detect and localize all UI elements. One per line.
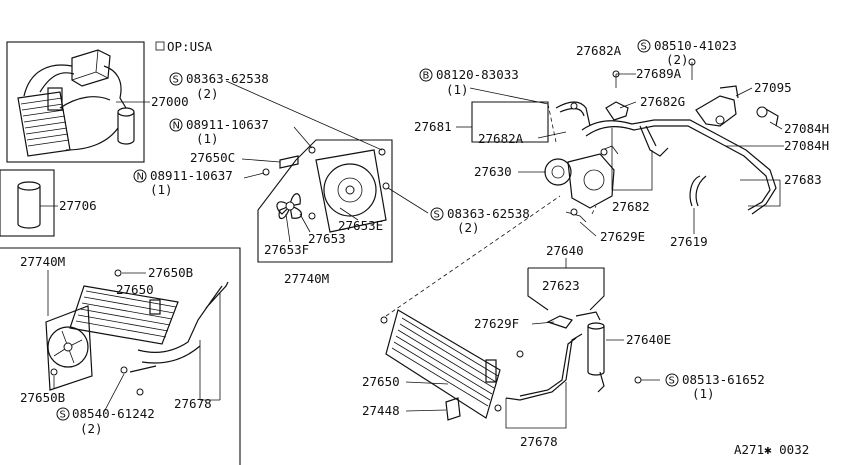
nut-callout-08911-a: N 08911-10637 (1): [169, 117, 313, 149]
assembly-condenser-drawing: [17, 87, 71, 157]
qty-08510: (2): [666, 52, 689, 67]
part-label-27623: 27623: [542, 278, 580, 293]
qty-08911-b: (1): [150, 182, 173, 197]
part-label-08120: 08120-83033: [436, 67, 519, 82]
fan-assembly-bracket: [257, 139, 393, 263]
qty-08363-b: (2): [457, 220, 480, 235]
fan-blades-drawing: [276, 193, 303, 220]
part-label-27678-a: 27678: [174, 396, 212, 411]
assembly-reservoir-drawing: [71, 49, 135, 145]
compressor-drawing: [544, 145, 619, 223]
part-label-27629F: 27629F: [474, 316, 519, 331]
assembly-hoses-drawing: [23, 64, 127, 151]
part-label-27448: 27448: [362, 403, 400, 418]
nut-symbol: N: [173, 121, 180, 132]
nut-symbol: N: [137, 172, 144, 183]
part-label-27084H-b: 27084H: [784, 138, 829, 153]
screw-symbol: S: [434, 210, 440, 221]
screw-callout-08363-b: S 08363-62538 (2): [387, 187, 530, 235]
part-label-27640E: 27640E: [626, 332, 671, 347]
part-label-27683: 27683: [784, 172, 822, 187]
part-label-27653E: 27653E: [338, 218, 383, 233]
part-label-27640: 27640: [546, 243, 584, 258]
part-label-27000: 27000: [151, 94, 189, 109]
qty-08120: (1): [446, 82, 469, 97]
fan-shroud-drawing: [45, 305, 93, 391]
screw-callout-08510: S 08510-41023 (2): [637, 38, 737, 67]
part-label-27682G: 27682G: [640, 94, 685, 109]
qty-08513: (1): [692, 386, 715, 401]
part-label-27653F: 27653F: [264, 242, 309, 257]
inset-assembly-27000: 27000: [6, 41, 189, 163]
drier-drawing: [17, 181, 41, 229]
part-label-08363-a: 08363-62538: [186, 71, 269, 86]
part-label-08363-b: 08363-62538: [447, 206, 530, 221]
part-label-27653: 27653: [308, 231, 346, 246]
main-condenser-drawing: [380, 309, 524, 419]
qty-08540: (2): [80, 421, 103, 436]
part-label-08911-a: 08911-10637: [186, 117, 269, 132]
lower-tubes-drawing: [129, 281, 229, 373]
drawing-code: A271✱ 0032: [734, 442, 809, 457]
part-label-08510: 08510-41023: [654, 38, 737, 53]
qty-08363-a: (2): [196, 86, 219, 101]
bracket-27448-drawing: [445, 397, 461, 421]
part-label-08513: 08513-61652: [682, 372, 765, 387]
part-label-27619: 27619: [670, 234, 708, 249]
part-label-27678-b: 27678: [520, 434, 558, 449]
condenser-group: 27640 27623 27629F 27640E 27650 27448: [362, 243, 765, 449]
part-label-27682A-b: 27682A: [576, 43, 622, 58]
inset-lower-left: 27740M 27650B 27650 27650B 27678 S 08540…: [0, 247, 241, 465]
part-label-27740M-b: 27740M: [284, 271, 329, 286]
screw-symbol: S: [173, 75, 179, 86]
part-label-27629E: 27629E: [600, 229, 645, 244]
ac-hoses-drawing: [555, 58, 779, 215]
part-label-27630: 27630: [474, 164, 512, 179]
part-label-27682: 27682: [612, 199, 650, 214]
compressor-group: B 08120-83033 (1) 27681 27682A 27630 276…: [414, 38, 829, 249]
screw-callout-08513: S 08513-61652 (1): [634, 372, 765, 401]
part-label-27682A-a: 27682A: [478, 131, 524, 146]
part-label-27650-b: 27650: [362, 374, 400, 389]
part-label-27650C: 27650C: [190, 150, 235, 165]
screw-symbol: S: [669, 376, 675, 387]
part-label-27650B-a: 27650B: [148, 265, 193, 280]
screw-callout-08363-a: S 08363-62538 (2): [169, 71, 383, 151]
part-label-27084H-a: 27084H: [784, 121, 829, 136]
bolt-symbol: B: [423, 71, 430, 82]
qty-08911-a: (1): [196, 131, 219, 146]
lower-condenser-drawing: [69, 269, 179, 345]
inset-drier-27706: 27706: [0, 169, 97, 237]
screw-symbol: S: [641, 42, 647, 53]
screw-callout-08540: S 08540-61242 (2): [56, 373, 155, 436]
part-label-08540: 08540-61242: [72, 406, 155, 421]
part-label-27706: 27706: [59, 198, 97, 213]
part-label-27689A: 27689A: [636, 66, 682, 81]
part-label-27095: 27095: [754, 80, 792, 95]
part-label-27681: 27681: [414, 119, 452, 134]
reference-lines: [385, 103, 597, 317]
drier-lines-drawing: [505, 311, 605, 401]
part-label-27650B-b: 27650B: [20, 390, 65, 405]
part-label-08911-b: 08911-10637: [150, 168, 233, 183]
part-label-27740M-a: 27740M: [20, 254, 65, 269]
nut-callout-08911-b: N 08911-10637 (1): [133, 168, 265, 197]
region-note: OP:USA: [155, 39, 213, 54]
part-label-27650-a: 27650: [116, 282, 154, 297]
fan-assembly: S 08363-62538 (2) N 08911-10637 (1) 2765…: [133, 71, 530, 286]
screw-symbol: S: [60, 410, 66, 421]
bolt-callout-08120: B 08120-83033 (1): [419, 67, 549, 105]
region-note-text: OP:USA: [167, 39, 213, 54]
